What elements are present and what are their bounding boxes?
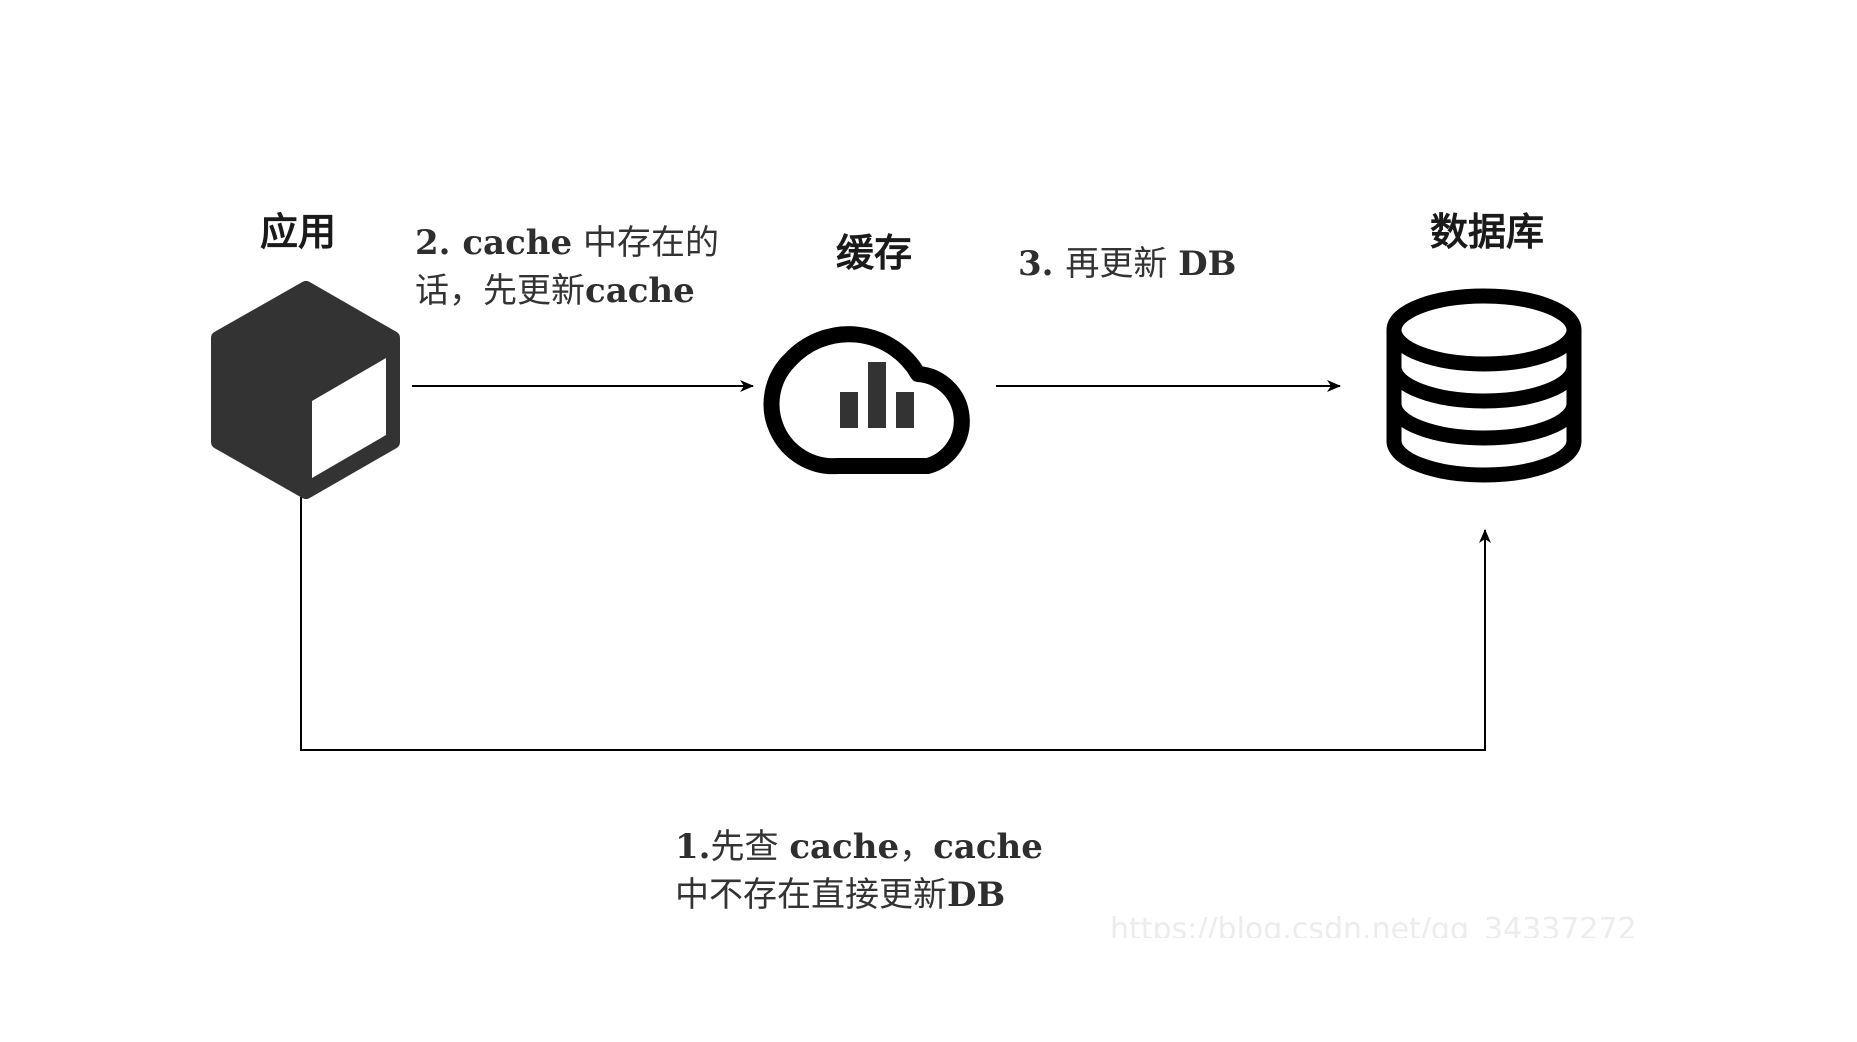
step-2-text-2: 话，先更新 xyxy=(415,271,585,311)
database-icon xyxy=(1386,288,1582,483)
step-1-keyword-2: cache xyxy=(933,827,1043,867)
cube-icon xyxy=(211,281,400,499)
step-2-keyword-2: cache xyxy=(585,271,695,311)
step-1-label: 1.先查 cache，cache 中不存在直接更新DB xyxy=(675,823,1043,919)
db-node-label: 数据库 xyxy=(1430,210,1545,254)
arrow-app-to-db xyxy=(300,497,1491,751)
step-1-line-1: 1.先查 cache，cache xyxy=(675,823,1043,871)
step-2-keyword: cache xyxy=(462,223,573,263)
step-1-keyword: cache xyxy=(789,827,900,867)
step-3-label: 3. 再更新 DB xyxy=(1018,240,1236,288)
step-2-number: 2. xyxy=(415,223,463,263)
step-3-line-1: 3. 再更新 DB xyxy=(1018,240,1236,288)
step-2-text: 中存在的 xyxy=(572,223,719,263)
step-3-number: 3. xyxy=(1018,244,1066,284)
step-1-number: 1. xyxy=(675,827,711,867)
step-2-label: 2. cache 中存在的 话，先更新cache xyxy=(415,219,719,315)
step-3-text: 再更新 xyxy=(1065,244,1179,284)
step-2-line-1: 2. cache 中存在的 xyxy=(415,219,719,267)
step-1-line-2: 中不存在直接更新DB xyxy=(675,871,1043,919)
step-3-keyword: DB xyxy=(1178,244,1237,284)
step-1-comma: ， xyxy=(899,827,934,867)
cloud-chart-icon xyxy=(763,326,970,475)
cache-node-label: 缓存 xyxy=(836,231,913,275)
step-1-text: 先查 xyxy=(710,827,790,867)
step-2-line-2: 话，先更新cache xyxy=(415,267,719,315)
app-node-label: 应用 xyxy=(260,210,337,254)
step-1-keyword-3: DB xyxy=(947,875,1006,915)
watermark: https://blog.csdn.net/qq_34337272 xyxy=(1110,912,1637,938)
step-1-text-2: 中不存在直接更新 xyxy=(675,875,947,915)
